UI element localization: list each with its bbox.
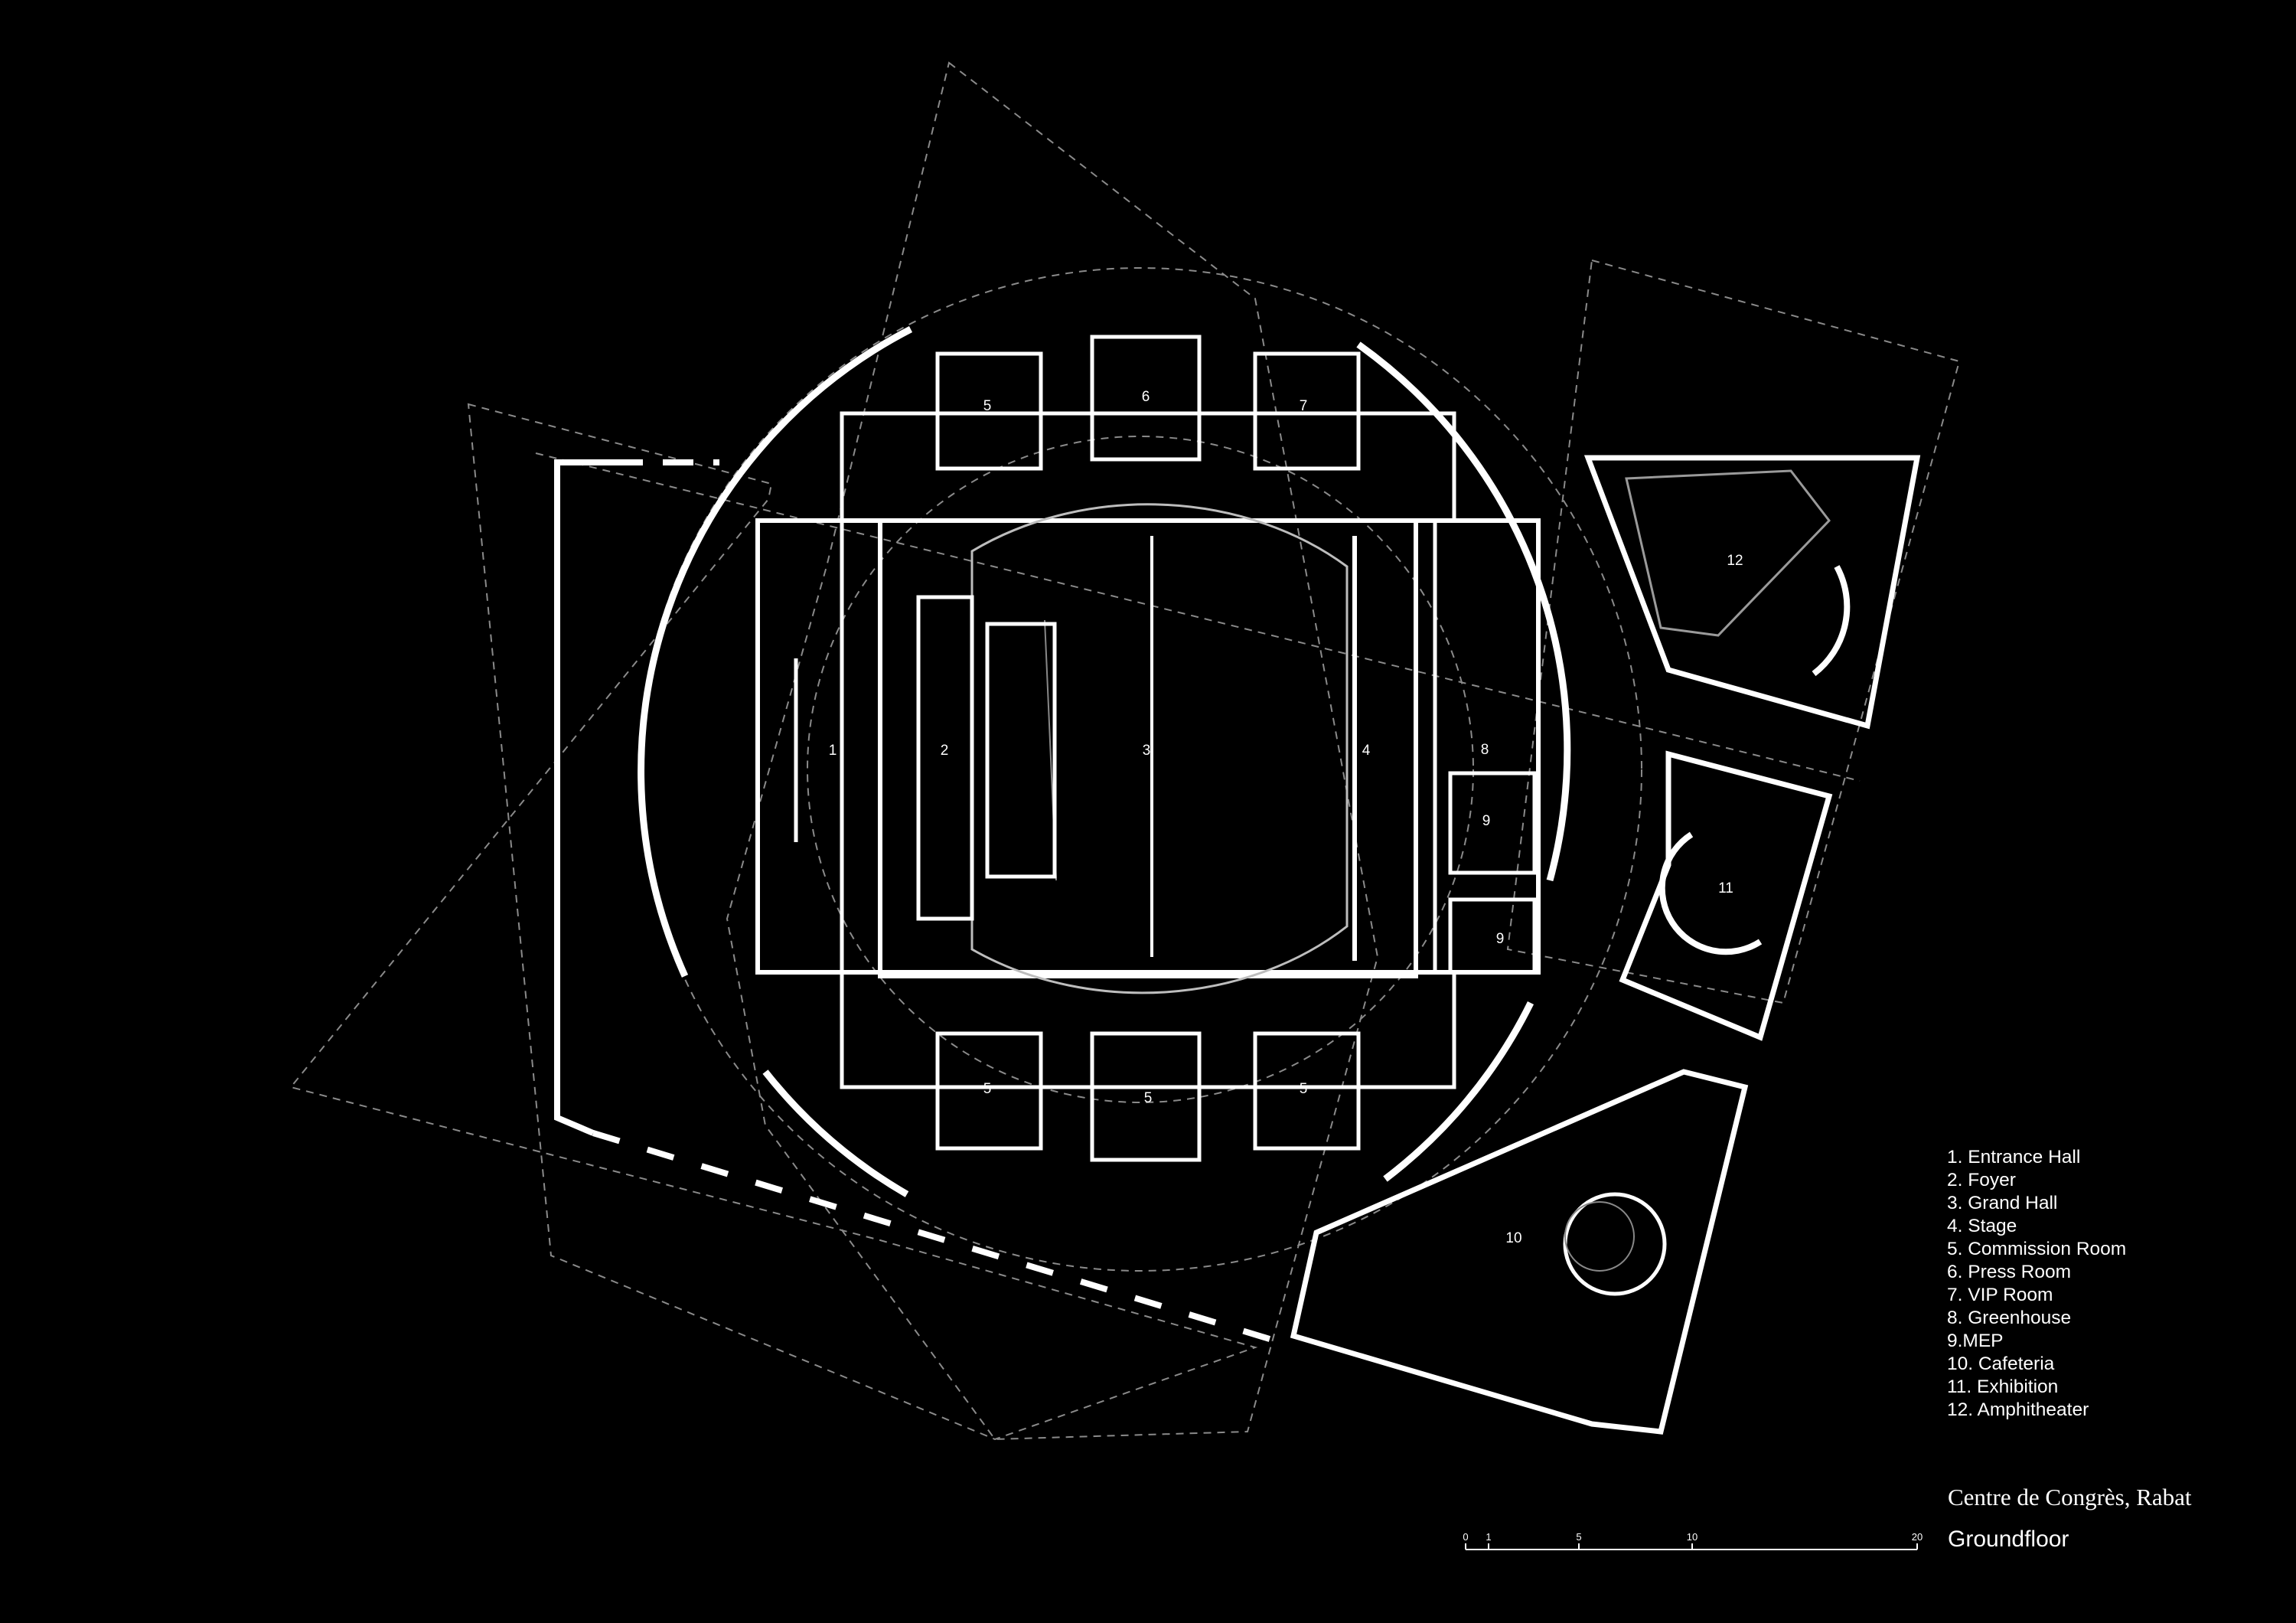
room-number-commission-n1: 5 [983, 398, 992, 414]
legend-item: 6. Press Room [1947, 1262, 2072, 1282]
room-commission-s3 [1253, 1031, 1361, 1151]
legend-item: 12. Amphitheater [1947, 1399, 2089, 1420]
room-commission-s1 [935, 1031, 1043, 1151]
cafeteria-round-room [1563, 1192, 1667, 1296]
scale-label-5: 5 [1576, 1533, 1581, 1543]
dashed-inner-ring [807, 436, 1474, 1103]
room-number-greenhouse: 8 [1481, 742, 1489, 758]
room-number-press-room: 6 [1142, 389, 1150, 405]
south-facade-segments [592, 1130, 1299, 1350]
room-number-mep-2: 9 [1496, 931, 1505, 947]
dashed-site-geometry [289, 61, 1961, 1441]
south-wing-wall [840, 970, 1456, 1089]
scale-bar: 0 1 5 10 20 [1463, 1533, 1923, 1550]
auditorium-seating-outline [970, 503, 1349, 994]
legend-item: 10. Cafeteria [1947, 1354, 2055, 1374]
dashed-east-lot [1506, 259, 1961, 1004]
room-number-commission-s3: 5 [1300, 1081, 1308, 1097]
dashed-west-lot [289, 403, 1258, 1441]
room-number-commission-s1: 5 [983, 1081, 992, 1097]
room-press [1090, 335, 1202, 462]
room-commission-n1 [935, 351, 1043, 471]
room-vip [1253, 351, 1361, 471]
envelope-arc-west [638, 326, 913, 978]
room-number-mep-1: 9 [1482, 813, 1491, 829]
drawing-title: Groundfloor [1948, 1527, 2069, 1552]
room-number-exhibition: 11 [1718, 880, 1733, 896]
entrance-hall-box [755, 518, 844, 975]
envelope-arc-southwest [762, 1069, 909, 1197]
exhibition-wing [1619, 750, 1833, 1041]
room-commission-s2 [1090, 1031, 1202, 1162]
exhibition-wall [1619, 750, 1833, 1041]
cafeteria-wall [1290, 1069, 1749, 1435]
amphitheater-wall [1583, 455, 1921, 730]
west-wall-line [554, 459, 612, 1136]
west-entrance-wall [554, 459, 1299, 1350]
scale-label-1: 1 [1486, 1533, 1491, 1543]
project-title: Centre de Congrès, Rabat [1948, 1484, 2192, 1510]
room-number-vip-room: 7 [1300, 398, 1308, 414]
scale-label-0: 0 [1463, 1533, 1468, 1543]
room-number-entrance-hall: 1 [829, 743, 837, 759]
legend-item: 2. Foyer [1947, 1170, 2016, 1190]
room-number-amphitheater: 12 [1727, 553, 1743, 569]
cafeteria-inner-round [1564, 1201, 1635, 1272]
legend-item: 7. VIP Room [1947, 1285, 2053, 1305]
legend: 1. Entrance Hall 2. Foyer 3. Grand Hall … [1947, 1146, 2126, 1422]
stage-front [985, 622, 1057, 879]
room-number-cafeteria: 10 [1505, 1230, 1521, 1246]
room-number-stage: 4 [1362, 743, 1371, 759]
amphitheater-wing [1583, 455, 1921, 730]
legend-item: 3. Grand Hall [1947, 1193, 2058, 1213]
room-number-commission-s2: 5 [1144, 1090, 1153, 1106]
exhibition-curved-screen [1658, 831, 1763, 955]
legend-item: 5. Commission Room [1947, 1239, 2127, 1259]
room-number-foyer: 2 [941, 743, 949, 759]
legend-item: 8. Greenhouse [1947, 1308, 2072, 1328]
legend-item: 4. Stage [1947, 1216, 2017, 1236]
room-labels: 1 2 3 4 5 6 7 5 5 5 8 9 9 10 11 12 [829, 389, 1743, 1246]
mep-room-1-box [1448, 771, 1537, 875]
scale-label-10: 10 [1687, 1533, 1698, 1543]
foyer-wall [916, 595, 974, 921]
grand-hall-box [878, 518, 1418, 978]
legend-item: 11. Exhibition [1947, 1376, 2059, 1397]
dashed-north-wedge [726, 61, 1379, 1441]
amphitheater-seating [1625, 469, 1831, 637]
scale-label-20: 20 [1912, 1533, 1923, 1543]
cafeteria-wing [1290, 1069, 1749, 1435]
dashed-axis [535, 452, 1861, 782]
amphitheater-stage-curve [1812, 565, 1851, 677]
legend-item: 1. Entrance Hall [1947, 1147, 2081, 1167]
legend-item: 9.MEP [1947, 1331, 2004, 1351]
room-number-grand-hall: 3 [1143, 743, 1151, 759]
mep-room-2-box [1448, 897, 1537, 975]
envelope-arc-southeast [1383, 1001, 1534, 1182]
central-building [755, 335, 1541, 1162]
